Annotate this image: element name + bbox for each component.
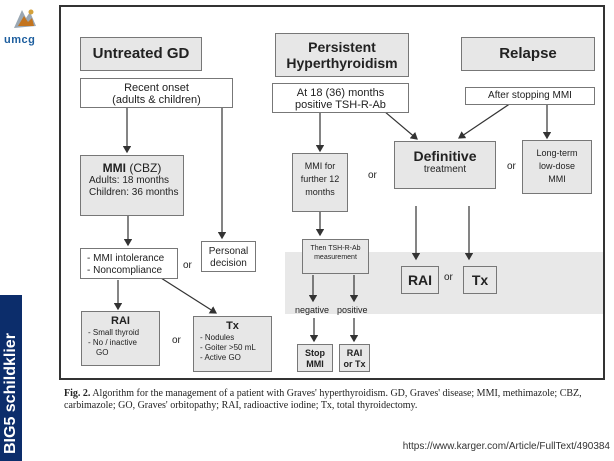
rai-left-1: - Small thyroid — [88, 328, 140, 337]
recent-onset-line1: Recent onset — [124, 82, 189, 94]
relapse-label: Relapse — [499, 45, 557, 62]
flow-arrows — [113, 88, 552, 343]
rai-left-3: GO — [96, 348, 109, 357]
negative-label: negative — [295, 305, 330, 315]
rai-big-box: RAI — [401, 266, 439, 294]
rai-left-2: - No / inactive — [88, 338, 137, 347]
then-tsh-1: Then TSH-R-Ab — [310, 245, 361, 252]
persistent-line1: Persistent — [308, 39, 376, 55]
source-url[interactable]: https://www.karger.com/Article/FullText/… — [402, 441, 610, 452]
tx-big-label: Tx — [471, 272, 489, 288]
tx-left-2: - Goiter >50 mL — [200, 343, 256, 352]
tx-big-box: Tx — [463, 266, 497, 294]
stop-mmi-box: Stop MMI — [297, 344, 333, 372]
personal-box: Personal decision — [201, 241, 256, 272]
tsh-ab-line1: At 18 (36) months — [296, 87, 385, 99]
after-stopping-label: After stopping MMI — [488, 90, 572, 101]
or-label-3: or — [183, 260, 192, 271]
untreated-gd-label: Untreated GD — [92, 45, 190, 62]
rai-left-title: RAI — [111, 315, 130, 327]
recent-onset-box: Recent onset (adults & children) — [80, 78, 233, 108]
longterm-1: Long-term — [536, 148, 578, 158]
figure-caption: Fig. 2. Algorithm for the management of … — [64, 388, 609, 412]
side-title: BIG5 schildklier — [2, 333, 19, 454]
longterm-3: MMI — [548, 174, 566, 184]
tsh-ab-box: At 18 (36) months positive TSH-R-Ab — [272, 83, 409, 113]
relapse-box: Relapse — [461, 37, 595, 71]
longterm-box: Long-term low-dose MMI — [522, 140, 592, 194]
tx-left-1: - Nodules — [200, 333, 235, 342]
side-title-band — [0, 295, 22, 461]
or-label-2: or — [507, 161, 516, 172]
after-stopping-box: After stopping MMI — [465, 87, 595, 105]
algorithm-figure: Untreated GD Persistent Hyperthyroidism … — [59, 5, 605, 380]
longterm-2: low-dose — [538, 161, 576, 171]
mmi-adults: Adults: 18 months — [89, 175, 170, 186]
mmi-further-1: MMI for — [304, 161, 336, 171]
untreated-gd-box: Untreated GD — [80, 37, 202, 71]
umcg-logo-icon — [14, 9, 36, 28]
sidebar: umcg BIG5 schildklier — [0, 0, 57, 461]
positive-label: positive — [337, 305, 368, 315]
persistent-line2: Hyperthyroidism — [286, 55, 398, 71]
recent-onset-line2: (adults & children) — [112, 94, 201, 106]
rai-left-box: RAI - Small thyroid - No / inactive GO — [81, 311, 160, 366]
tx-left-3: - Active GO — [200, 353, 241, 362]
stop-2: MMI — [306, 359, 324, 369]
mmi-title: MMI — [102, 161, 126, 175]
mmi-further-box: MMI for further 12 months — [292, 153, 348, 212]
rai-or-tx-1: RAI — [346, 348, 363, 358]
definitive-title: Definitive — [413, 148, 477, 164]
then-tsh-2: measurement — [314, 254, 357, 261]
rai-big-label: RAI — [407, 272, 433, 288]
mmi-further-2: further 12 — [300, 174, 340, 184]
tx-left-title: Tx — [226, 320, 239, 332]
rai-or-tx-2: or Tx — [343, 359, 366, 369]
personal-2: decision — [210, 258, 247, 269]
logo-text: umcg — [4, 34, 36, 46]
intolerance-1: - MMI intolerance — [87, 253, 165, 264]
then-tsh-box: Then TSH-R-Ab measurement — [302, 239, 369, 274]
personal-1: Personal — [208, 246, 249, 257]
definitive-sub: treatment — [423, 164, 467, 175]
rai-or-tx-box: RAI or Tx — [339, 344, 370, 372]
persistent-box: Persistent Hyperthyroidism — [275, 33, 409, 77]
mmi-children: Children: 36 months — [89, 187, 179, 198]
caption-text: Algorithm for the management of a patien… — [64, 388, 582, 411]
definitive-box: Definitive treatment — [394, 141, 496, 189]
tx-left-box: Tx - Nodules - Goiter >50 mL - Active GO — [193, 316, 272, 372]
or-label-1: or — [368, 170, 377, 181]
intolerance-box: - MMI intolerance - Noncompliance — [80, 248, 178, 279]
stop-1: Stop — [305, 348, 325, 358]
or-label-5: or — [172, 335, 181, 346]
mmi-sub: (CBZ) — [129, 161, 162, 175]
or-label-4: or — [444, 272, 453, 283]
mmi-box: MMI (CBZ) Adults: 18 months Children: 36… — [80, 155, 184, 216]
mmi-further-3: months — [305, 187, 335, 197]
intolerance-2: - Noncompliance — [87, 265, 163, 276]
caption-label: Fig. 2. — [64, 388, 91, 399]
tsh-ab-line2: positive TSH-R-Ab — [295, 99, 386, 111]
